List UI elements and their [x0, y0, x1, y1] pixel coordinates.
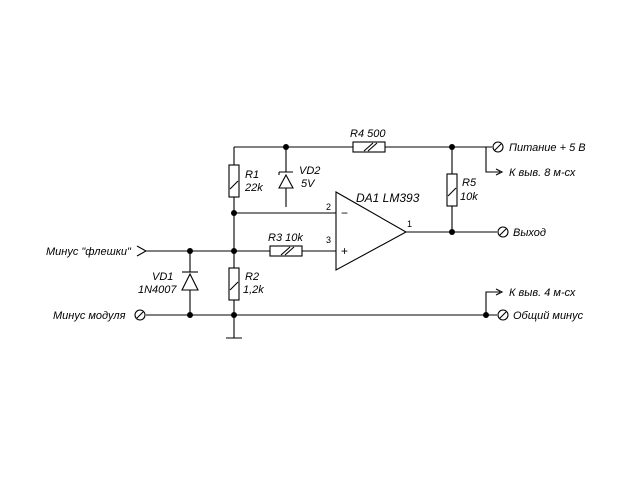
label-output: Выход: [513, 227, 546, 239]
junctions: [187, 144, 489, 318]
label-pin8: К выв. 8 м-сх: [509, 167, 576, 179]
terminal-output: [497, 226, 509, 238]
resistor-r3: [269, 245, 303, 257]
r1-name: R1: [245, 169, 259, 181]
pin-number-output: 1: [407, 219, 412, 229]
r1-value: 22k: [244, 182, 263, 194]
label-flash-minus: Минус "флешки": [46, 246, 132, 258]
vd1-name: VD1: [152, 271, 173, 283]
connector-flash-minus: [136, 245, 148, 257]
r5-value: 10k: [460, 191, 478, 203]
inverting-sign: −: [341, 206, 348, 220]
r4-label: R4 500: [350, 128, 386, 140]
r3-label: R3 10k: [268, 232, 303, 244]
resistor-r4: [352, 141, 386, 153]
r5-name: R5: [462, 177, 477, 189]
resistor-r1: [228, 164, 240, 198]
zener-diode-vd2: [278, 171, 294, 189]
terminal-module-minus: [134, 309, 146, 321]
r2-name: R2: [245, 271, 259, 283]
label-pin4: К выв. 4 м-сх: [509, 287, 576, 299]
diode-vd1: [181, 271, 199, 291]
da1-label: DA1 LM393: [356, 191, 420, 205]
vd2-value: 5V: [301, 178, 316, 190]
r2-value: 1,2k: [243, 284, 264, 296]
terminal-power: [492, 141, 504, 153]
label-common: Общий минус: [513, 310, 584, 322]
label-power: Питание + 5 В: [509, 142, 586, 154]
resistor-r5: [446, 173, 458, 207]
noninverting-sign: +: [341, 244, 348, 258]
vd1-value: 1N4007: [138, 284, 177, 296]
pin-number-inverting: 2: [326, 202, 331, 212]
vd2-name: VD2: [299, 165, 320, 177]
wires: [146, 146, 504, 339]
resistor-r2: [228, 267, 240, 301]
op-amp-da1: − +: [335, 191, 408, 271]
label-module-minus: Минус модуля: [53, 310, 126, 322]
terminal-common: [497, 309, 509, 321]
pin-number-noninverting: 3: [326, 235, 331, 245]
